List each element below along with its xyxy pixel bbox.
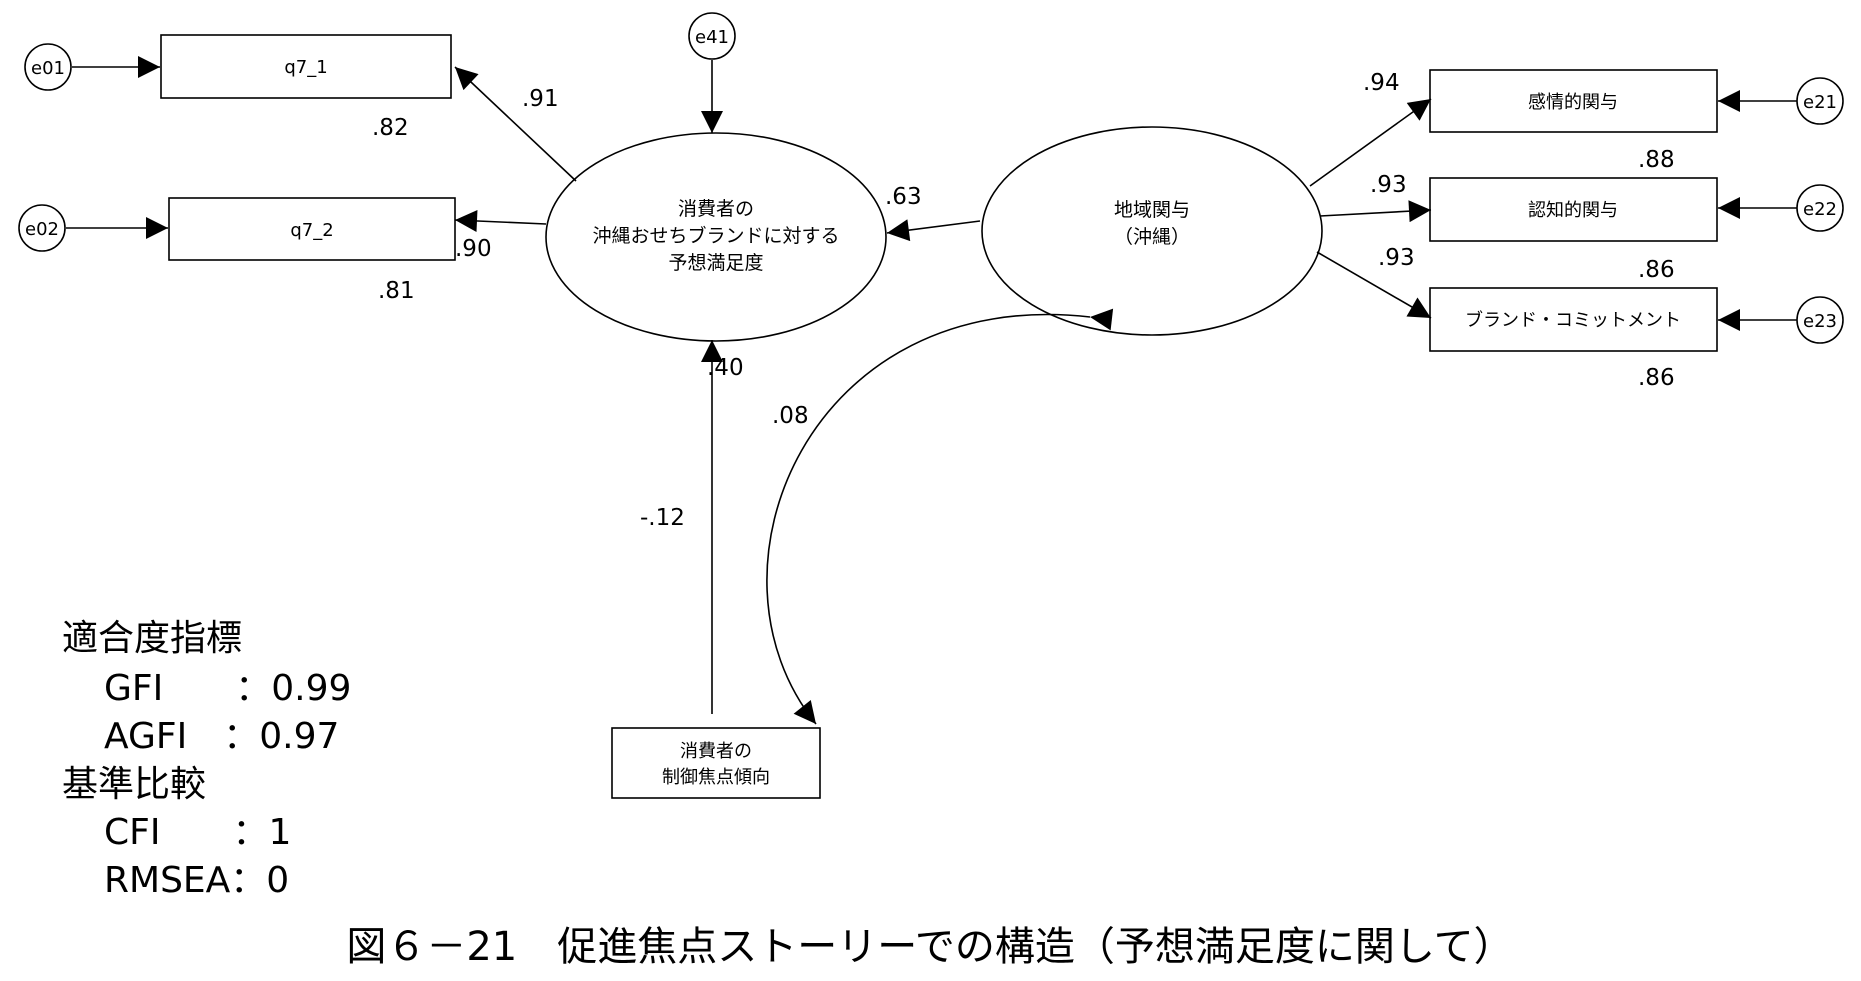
fit-cfi: CFI ：1	[104, 812, 291, 853]
coef-emotional-r2: .88	[1638, 147, 1675, 173]
path-reg-to-brand	[1316, 251, 1432, 319]
coef-reg-to-sat: .63	[885, 184, 922, 210]
e41-label: e41	[695, 27, 729, 48]
circle-e02	[18, 204, 66, 252]
satisfaction-line3: 予想満足度	[668, 252, 763, 274]
circle-e22	[1796, 184, 1844, 232]
q7_2-label: q7_2	[290, 220, 333, 241]
ellipse-regional	[981, 126, 1323, 336]
ellipse-satisfaction	[545, 132, 887, 342]
figure-caption: 図６－21 促進焦点ストーリーでの構造（予想満足度に関して）	[346, 924, 1513, 970]
emotional-label: 感情的関与	[1528, 92, 1618, 113]
comparison-heading: 基準比較	[62, 764, 206, 805]
circle-e01	[24, 43, 72, 91]
coef-reg-to-emotional: .94	[1363, 70, 1400, 96]
box-regulatory-focus	[611, 727, 821, 799]
coef-sat-to-q72: .90	[455, 236, 492, 262]
cognitive-label: 認知的関与	[1528, 200, 1618, 221]
e23-label: e23	[1803, 311, 1837, 332]
circle-e41	[688, 12, 736, 60]
coef-reg-to-brand: .93	[1378, 245, 1415, 271]
regulatory-focus-line2: 制御焦点傾向	[662, 767, 770, 788]
e22-label: e22	[1803, 199, 1837, 220]
box-emotional	[1429, 69, 1718, 133]
fit-gfi: GFI ：0.99	[104, 668, 351, 709]
box-cognitive	[1429, 177, 1718, 242]
e01-label: e01	[31, 58, 65, 79]
e21-label: e21	[1803, 92, 1837, 113]
covariance-curve	[766, 308, 1114, 725]
path-reg-to-cognitive	[1319, 200, 1432, 223]
coef-focus-to-sat: -.12	[640, 505, 685, 531]
coef-sat-to-q71: .91	[522, 86, 559, 112]
box-q7_2	[168, 197, 456, 261]
q7_1-label: q7_1	[284, 57, 327, 78]
box-q7_1	[160, 34, 452, 99]
coef-covariance: .08	[772, 403, 809, 429]
circle-e21	[1796, 77, 1844, 125]
coef-brand-r2: .86	[1638, 365, 1675, 391]
regional-line2: （沖縄）	[1114, 226, 1190, 248]
regional-line1: 地域関与	[1114, 199, 1190, 221]
fit-heading: 適合度指標	[62, 618, 242, 659]
coef-sat-r2: .40	[707, 355, 744, 381]
path-sat-to-q71	[454, 66, 577, 182]
satisfaction-line1: 消費者の	[678, 198, 754, 220]
coef-q72-r2: .81	[378, 278, 415, 304]
circle-e23	[1796, 296, 1844, 344]
box-brand-commitment	[1429, 287, 1718, 352]
coef-cognitive-r2: .86	[1638, 257, 1675, 283]
path-reg-to-sat	[886, 219, 981, 242]
brand-commitment-label: ブランド・コミットメント	[1465, 309, 1681, 331]
fit-agfi: AGFI ：0.97	[104, 716, 339, 757]
e02-label: e02	[25, 219, 59, 240]
regulatory-focus-line1: 消費者の	[680, 741, 752, 762]
path-reg-to-emotional	[1309, 98, 1432, 187]
path-sat-to-q72	[454, 209, 547, 232]
satisfaction-line2: 沖縄おせちブランドに対する	[592, 224, 839, 247]
coef-q71-r2: .82	[372, 115, 409, 141]
coef-reg-to-cognitive: .93	[1370, 172, 1407, 198]
fit-rmsea: RMSEA：0	[104, 860, 289, 901]
